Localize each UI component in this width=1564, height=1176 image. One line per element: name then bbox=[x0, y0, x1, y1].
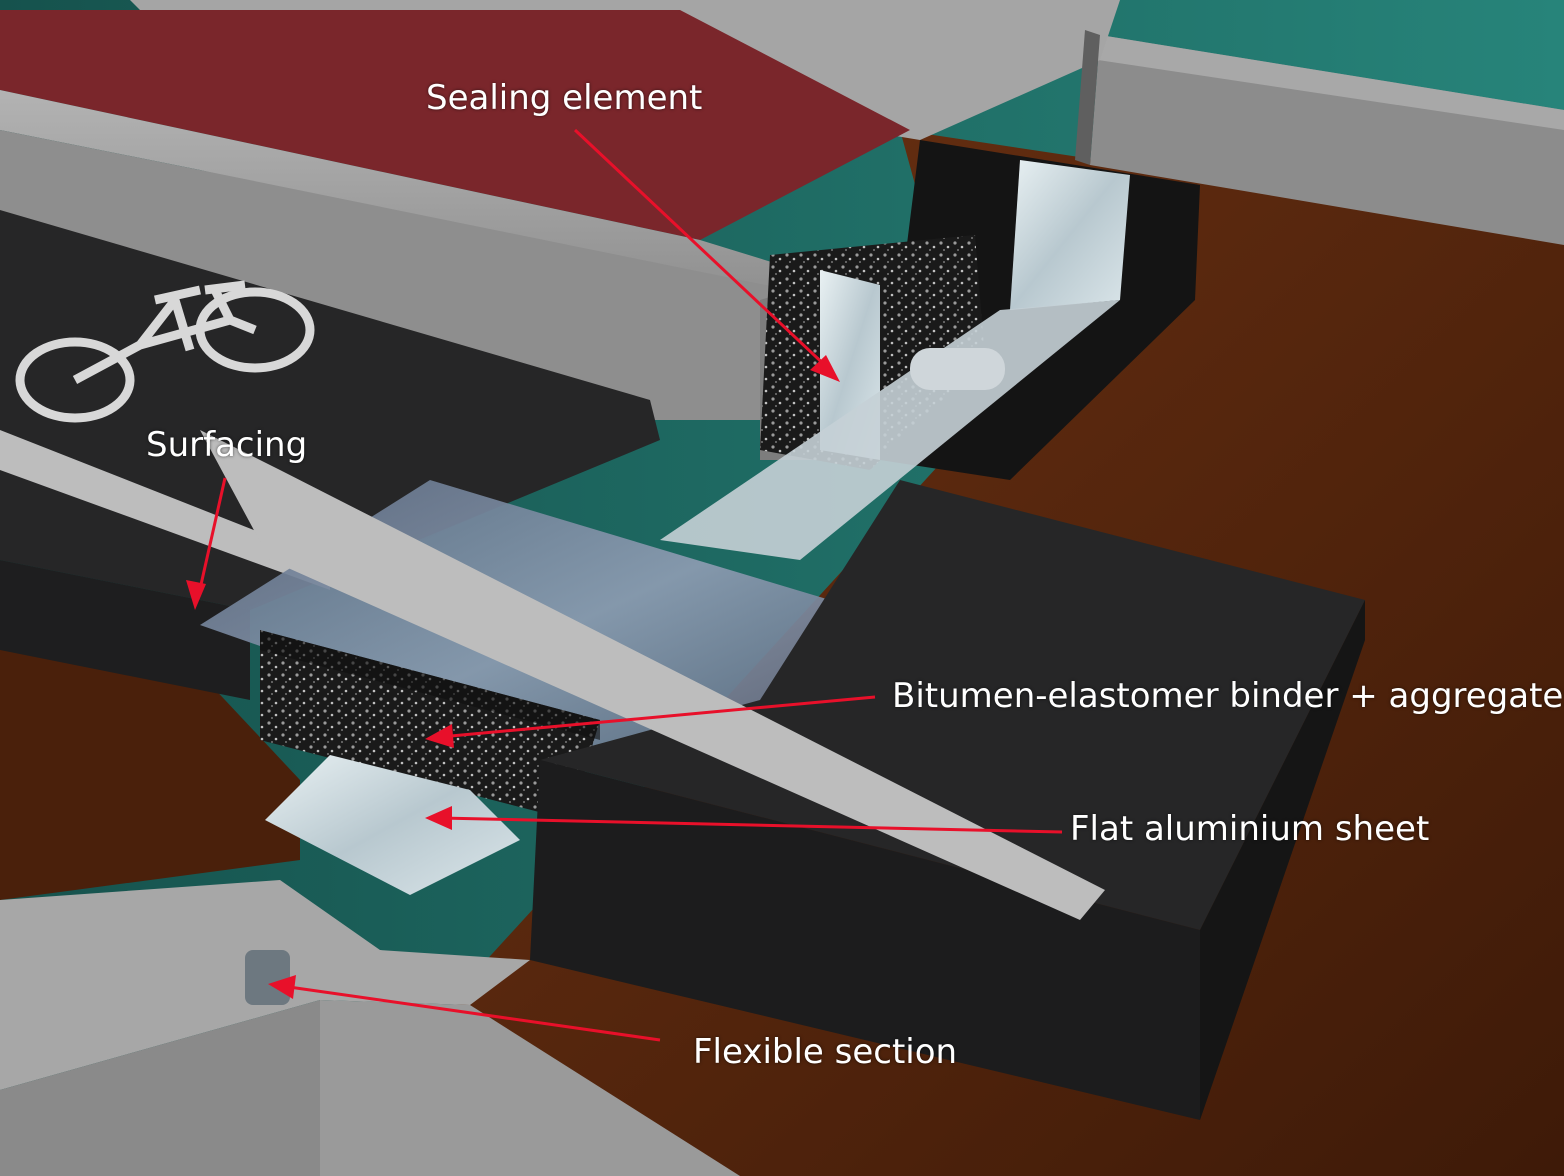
asphalt-right bbox=[540, 480, 1365, 930]
annotation-arrows bbox=[186, 128, 1063, 1042]
cycle-lane bbox=[0, 10, 910, 240]
label-binder-aggregates: Bitumen-elastomer binder + aggregates bbox=[892, 676, 1564, 716]
label-sealing-element: Sealing element bbox=[426, 78, 703, 118]
bicycle-icon bbox=[15, 280, 315, 423]
lane-stripe bbox=[200, 430, 1105, 920]
flexible-section-profile bbox=[245, 950, 290, 1005]
label-flexible-section: Flexible section bbox=[693, 1032, 958, 1072]
binder-aggregates bbox=[260, 630, 600, 820]
bridge-deck-left bbox=[0, 620, 300, 900]
near-curb bbox=[0, 90, 830, 300]
flexible-section-pipe bbox=[910, 348, 1005, 390]
label-surfacing: Surfacing bbox=[146, 425, 308, 465]
aluminium-sheet bbox=[265, 755, 520, 895]
label-aluminium-sheet: Flat aluminium sheet bbox=[1070, 809, 1430, 849]
